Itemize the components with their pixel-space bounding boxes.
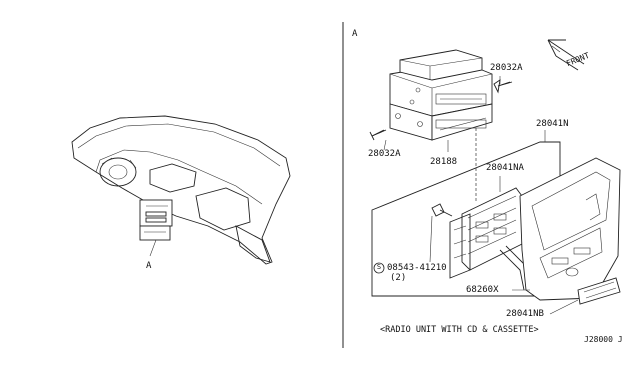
face-plate-drawing xyxy=(461,176,523,271)
radio-part-label: 28188 xyxy=(430,157,458,167)
view-ref-label: A xyxy=(352,29,358,39)
reference-code: J28000 J xyxy=(584,335,623,344)
screw-left-label: 28032A xyxy=(368,149,401,159)
trim-piece-drawing xyxy=(577,277,621,305)
panel-part-label: 28041N xyxy=(536,119,569,129)
screw-top-label: 28032A xyxy=(490,63,523,73)
dashboard-drawing xyxy=(71,115,291,265)
bolt-qty-label: (2) xyxy=(390,273,407,283)
bolt-symbol-letter: S xyxy=(376,263,382,271)
bolt-drawing xyxy=(429,203,453,263)
face-plate-part-label: 28041NA xyxy=(486,163,524,173)
front-arrow-icon xyxy=(547,39,585,71)
dashboard-ref-label: A xyxy=(146,261,152,271)
bracket-part-label: 68260X xyxy=(466,285,499,295)
radio-unit-drawing xyxy=(389,49,493,141)
diagram-caption: <RADIO UNIT WITH CD & CASSETTE> xyxy=(380,325,539,335)
bolt-part-label: 08543-41210 xyxy=(387,263,447,273)
screw-drawing xyxy=(369,79,513,141)
circled-s-icon xyxy=(373,262,385,274)
trim-part-label: 28041NB xyxy=(506,309,544,319)
bezel-panel-drawing xyxy=(519,157,621,301)
